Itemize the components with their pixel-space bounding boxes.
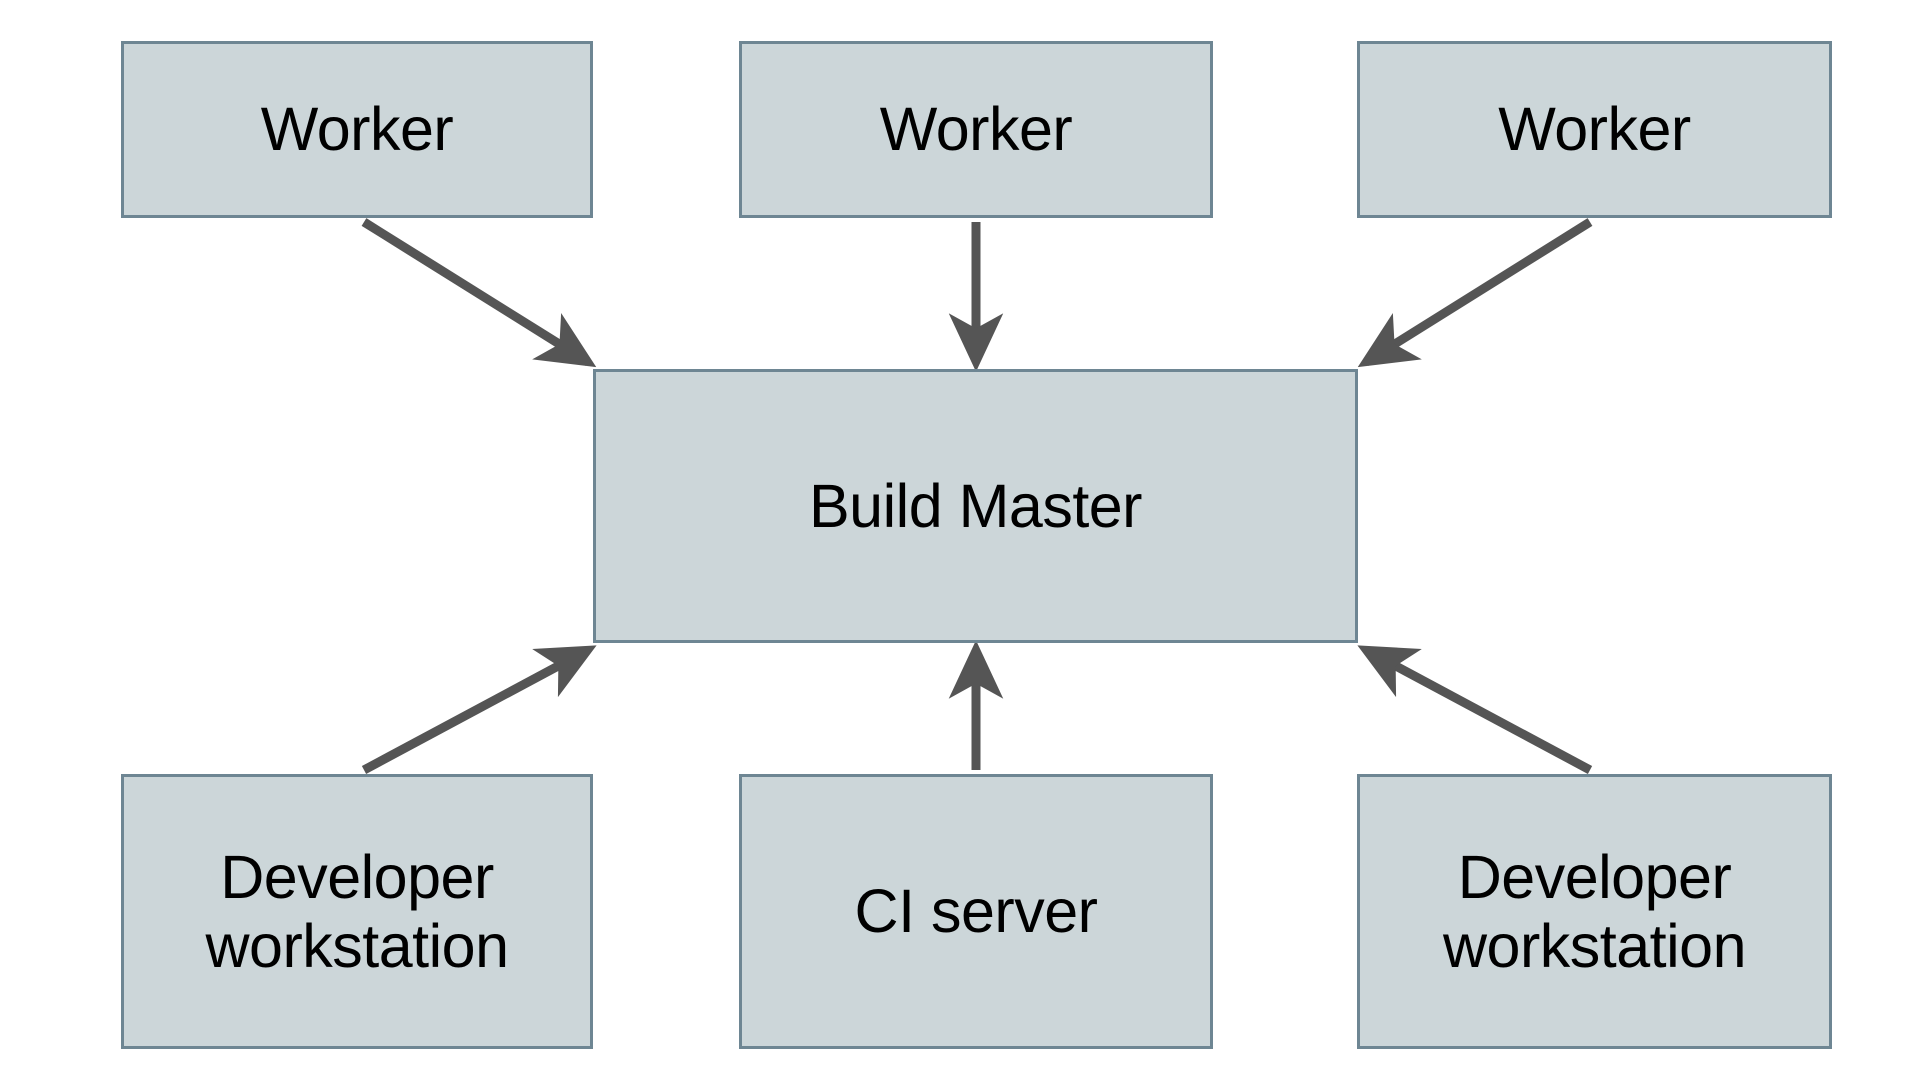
- node-label: Worker: [879, 95, 1073, 164]
- node-label: Build Master: [808, 471, 1143, 540]
- node-label: Worker: [1498, 95, 1691, 164]
- node-build-master[interactable]: Build Master: [593, 369, 1358, 643]
- edge-developer-workstation-2-to-build-master: [1357, 645, 1593, 774]
- node-worker-2[interactable]: Worker: [739, 41, 1213, 218]
- node-developer-workstation-2[interactable]: Developer workstation: [1357, 774, 1832, 1049]
- node-developer-workstation-1[interactable]: Developer workstation: [121, 774, 593, 1049]
- node-label: Developer workstation: [205, 843, 509, 980]
- node-label: Developer workstation: [1442, 843, 1747, 980]
- node-worker-3[interactable]: Worker: [1357, 41, 1832, 218]
- node-worker-1[interactable]: Worker: [121, 41, 593, 218]
- node-ci-server[interactable]: CI server: [739, 774, 1213, 1049]
- edge-worker1-to-build-master: [361, 218, 597, 368]
- edge-worker3-to-build-master: [1357, 218, 1593, 368]
- node-label: Worker: [260, 95, 454, 164]
- edge-developer-workstation-1-to-build-master: [361, 645, 597, 774]
- node-label: CI server: [854, 877, 1098, 946]
